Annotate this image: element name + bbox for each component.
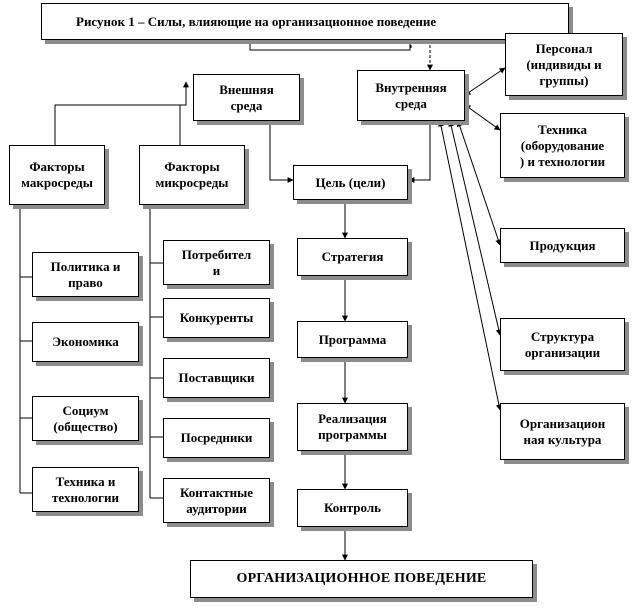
micro-to-external-connector bbox=[179, 104, 186, 145]
external-to-goal-connector bbox=[269, 121, 294, 183]
internal-item-personnel: Персонал (индивиды и группы) bbox=[505, 33, 623, 96]
internal-to-goal-connector bbox=[408, 121, 431, 183]
internal-item-products: Продукция bbox=[500, 228, 625, 263]
micro-item-contact-audiences: Контактные аудитории bbox=[163, 478, 270, 523]
macro-item-economy: Экономика bbox=[32, 322, 139, 362]
internal-to-technology-arrow bbox=[464, 104, 501, 131]
internal-item-org-structure: Структура организации bbox=[500, 318, 625, 371]
macro-item-technology: Техника и технологии bbox=[32, 467, 139, 512]
title-bracket-connector bbox=[249, 40, 411, 51]
internal-item-equipment-technology: Техника (оборудование ) и технологии bbox=[500, 113, 625, 178]
org-behavior-box: ОРГАНИЗАЦИОННОЕ ПОВЕДЕНИЕ bbox=[190, 560, 533, 598]
external-environment-box: Внешняя среда bbox=[193, 74, 300, 121]
internal-to-culture-arrow bbox=[438, 120, 502, 411]
figure-title: Рисунок 1 – Силы, влияющие на организаци… bbox=[41, 3, 569, 40]
macro-factors-box: Факторы макросреды bbox=[9, 145, 105, 205]
macro-item-politics: Политика и право bbox=[32, 252, 139, 297]
micro-item-competitors: Конкуренты bbox=[163, 298, 270, 338]
implementation-box: Реализация программы bbox=[297, 403, 408, 451]
macro-to-external-connector bbox=[54, 81, 189, 145]
internal-to-personnel-arrow bbox=[464, 67, 506, 96]
goal-box: Цель (цели) bbox=[293, 165, 408, 200]
program-box: Программа bbox=[297, 321, 408, 358]
macro-item-society: Социум (общество) bbox=[32, 396, 139, 441]
internal-environment-box: Внутренняя среда bbox=[357, 70, 465, 121]
micro-item-intermediaries: Посредники bbox=[163, 418, 270, 458]
internal-to-structure-arrow bbox=[448, 120, 502, 336]
micro-item-suppliers: Поставщики bbox=[163, 358, 270, 398]
strategy-box: Стратегия bbox=[297, 238, 408, 276]
micro-item-consumers: Потребител и bbox=[163, 240, 270, 285]
control-box: Контроль bbox=[297, 489, 408, 527]
internal-item-org-culture: Организацион ная культура bbox=[500, 403, 625, 460]
micro-factors-box: Факторы микросреды bbox=[139, 145, 245, 205]
